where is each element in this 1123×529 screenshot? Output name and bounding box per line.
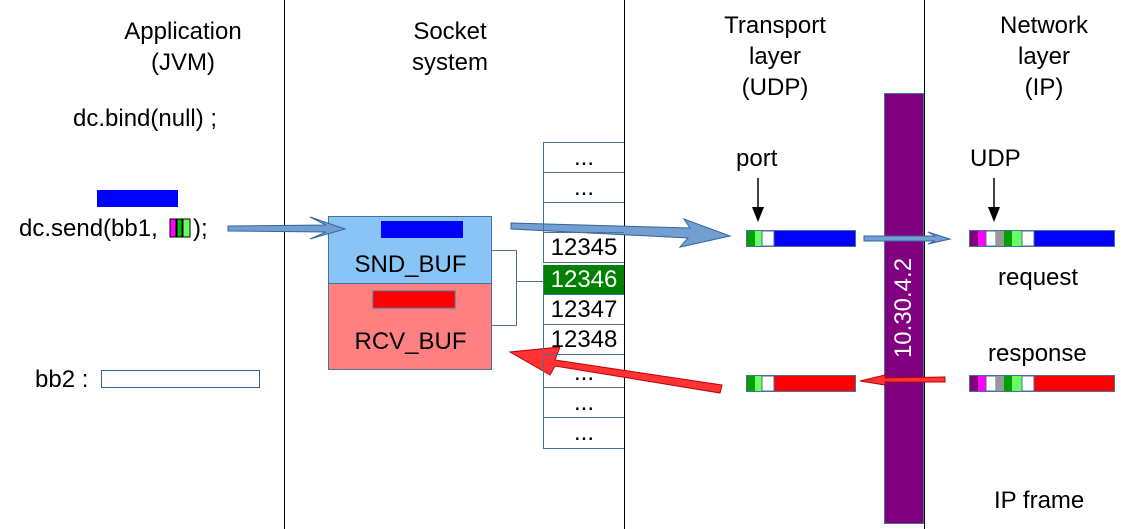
network-request-hdr-purple (970, 231, 978, 246)
socket-port-connector (491, 250, 517, 326)
bb1-icon-green (176, 218, 183, 238)
transport-to-network-arrow (863, 231, 952, 245)
transport-response-hdr-lgreen (755, 376, 762, 391)
socket-column-heading: Socket system (411, 18, 488, 76)
transport-request-hdr-lgreen (755, 231, 762, 246)
port-row: 12347 (543, 295, 624, 325)
ip-address-bar (884, 93, 924, 524)
port-row: ... (543, 143, 624, 173)
transport-request-hdr-white (761, 230, 775, 247)
network-response-hdr-green (1004, 376, 1012, 391)
transport-column-heading: Transport layer (UDP) (724, 12, 826, 101)
network-response-hdr-white (985, 375, 997, 392)
bb2-label: bb2 : (35, 366, 89, 393)
transport-to-socket-arrow (508, 346, 723, 394)
bb2-buffer (101, 370, 260, 388)
rcv-buf-box (328, 283, 492, 370)
network-to-transport-arrow (859, 374, 946, 386)
transport-request-hdr-green (747, 231, 755, 246)
socket-to-transport-arrow (510, 217, 732, 248)
network-response-hdr-purple (970, 376, 978, 391)
network-request-hdr-lgreen (1012, 231, 1022, 246)
udp-header-label: UDP (970, 145, 1021, 172)
send-to-socket-arrow (227, 216, 347, 240)
port-row: 12345 (543, 233, 624, 263)
port-row: ... (543, 418, 624, 448)
ip-address-text: 10.30.4.2 (890, 257, 917, 359)
request-label: request (998, 264, 1079, 291)
bb1-icon-magenta (169, 218, 177, 238)
port-row: ... (543, 388, 624, 418)
network-response-hdr-white2 (1021, 375, 1035, 392)
network-request-hdr-white2 (1021, 230, 1035, 247)
port-row: ... (543, 358, 624, 388)
application-column-heading: Application (JVM) (124, 18, 242, 76)
bind-call-text: dc.bind(null) ; (73, 105, 218, 132)
port-row: 12348 (543, 325, 624, 355)
port-row-highlighted: 12346 (543, 265, 624, 295)
transport-response-hdr-green (747, 376, 755, 391)
bb1-icon-green2 (182, 218, 191, 238)
ip-frame-label: IP frame (994, 487, 1085, 514)
response-label: response (988, 340, 1087, 367)
network-response-hdr-lgreen (1012, 376, 1022, 391)
send-call-suffix: ); (193, 215, 208, 242)
port-row: ... (543, 173, 624, 203)
send-call-prefix: dc.send(bb1, (19, 215, 158, 242)
bb1-data-bar (97, 190, 178, 207)
snd-buf-label: SND_BUF (354, 251, 467, 278)
network-response-hdr-magenta (978, 376, 986, 391)
snd-buf-data (381, 221, 463, 238)
network-request-hdr-white (985, 230, 997, 247)
network-column-heading: Network layer (IP) (999, 12, 1089, 101)
transport-response-hdr-white (761, 375, 775, 392)
port-label: port (736, 145, 778, 172)
rcv-buf-data (372, 290, 456, 309)
network-request-hdr-green (1004, 231, 1012, 246)
rcv-buf-label: RCV_BUF (354, 328, 467, 355)
port-pointer-arrowhead (752, 207, 764, 222)
network-request-hdr-magenta (978, 231, 986, 246)
network-response-hdr-gray (996, 376, 1004, 391)
udp-pointer-arrowhead (988, 207, 1000, 222)
network-request-hdr-gray (996, 231, 1004, 246)
port-row (543, 203, 624, 233)
